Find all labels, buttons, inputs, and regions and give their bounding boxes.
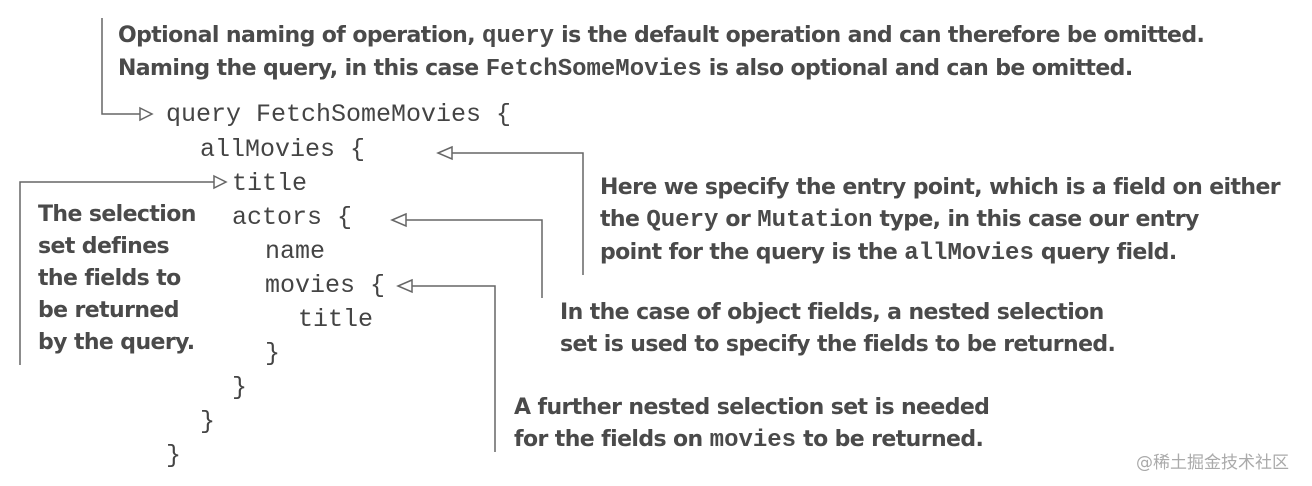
annotation-selection-line4: be returned <box>38 298 179 323</box>
arrowhead-movies <box>396 278 413 294</box>
annotation-object-fields: In the case of object fields, a nested s… <box>560 297 1116 361</box>
arrowhead-title <box>213 174 228 190</box>
annotation-nested-line1: A further nested selection set is needed <box>514 395 990 420</box>
annotation-entry-line2: the Query or Mutation type, in this case… <box>600 207 1199 234</box>
annotation-entry-point: Here we specify the entry point, which i… <box>600 172 1281 270</box>
connector-allmovies <box>452 152 584 275</box>
annotation-selection-line3: the fields to <box>38 266 181 291</box>
annotation-entry-line1: Here we specify the entry point, which i… <box>600 175 1281 200</box>
connector-actors <box>406 219 543 298</box>
annotation-object-line1: In the case of object fields, a nested s… <box>560 300 1104 325</box>
connector-movies <box>412 285 496 452</box>
code-line-actors: actors { <box>232 203 353 232</box>
arrowhead-allmovies <box>436 145 453 161</box>
code-line-close-movies: } <box>265 339 281 368</box>
annotation-selection-line1: The selection <box>38 202 196 227</box>
annotation-selection-line2: set defines <box>38 234 170 259</box>
code-line-title: title <box>232 169 308 198</box>
annotation-nested-selection: A further nested selection set is needed… <box>514 392 990 457</box>
arrowhead-actors <box>390 212 407 228</box>
annotation-entry-line3: point for the query is the allMovies que… <box>600 240 1177 267</box>
code-line-allmovies: allMovies { <box>200 135 366 164</box>
annotation-nested-line2: for the fields on movies to be returned. <box>514 427 984 454</box>
watermark: @稀土掘金技术社区 <box>1136 453 1289 473</box>
connector-title <box>19 181 214 365</box>
annotation-object-line2: set is used to specify the fields to be … <box>560 332 1116 357</box>
annotation-operation-line1: Optional naming of operation, query is t… <box>118 23 1205 50</box>
annotation-operation-naming: Optional naming of operation, query is t… <box>118 20 1205 86</box>
code-line-movies: movies { <box>265 271 386 300</box>
code-line-query: query FetchSomeMovies { <box>166 100 512 129</box>
annotation-selection-line5: by the query. <box>38 330 195 355</box>
arrowhead-query <box>139 106 154 122</box>
code-line-close-allmovies: } <box>200 407 216 436</box>
annotation-operation-line2: Naming the query, in this case FetchSome… <box>118 56 1133 83</box>
code-line-name: name <box>265 237 326 266</box>
code-line-movie-title: title <box>298 305 374 334</box>
annotation-selection-set: The selection set defines the fields to … <box>38 199 196 359</box>
code-line-close-query: } <box>166 441 182 470</box>
connector-query <box>101 18 140 115</box>
code-line-close-actors: } <box>232 373 248 402</box>
